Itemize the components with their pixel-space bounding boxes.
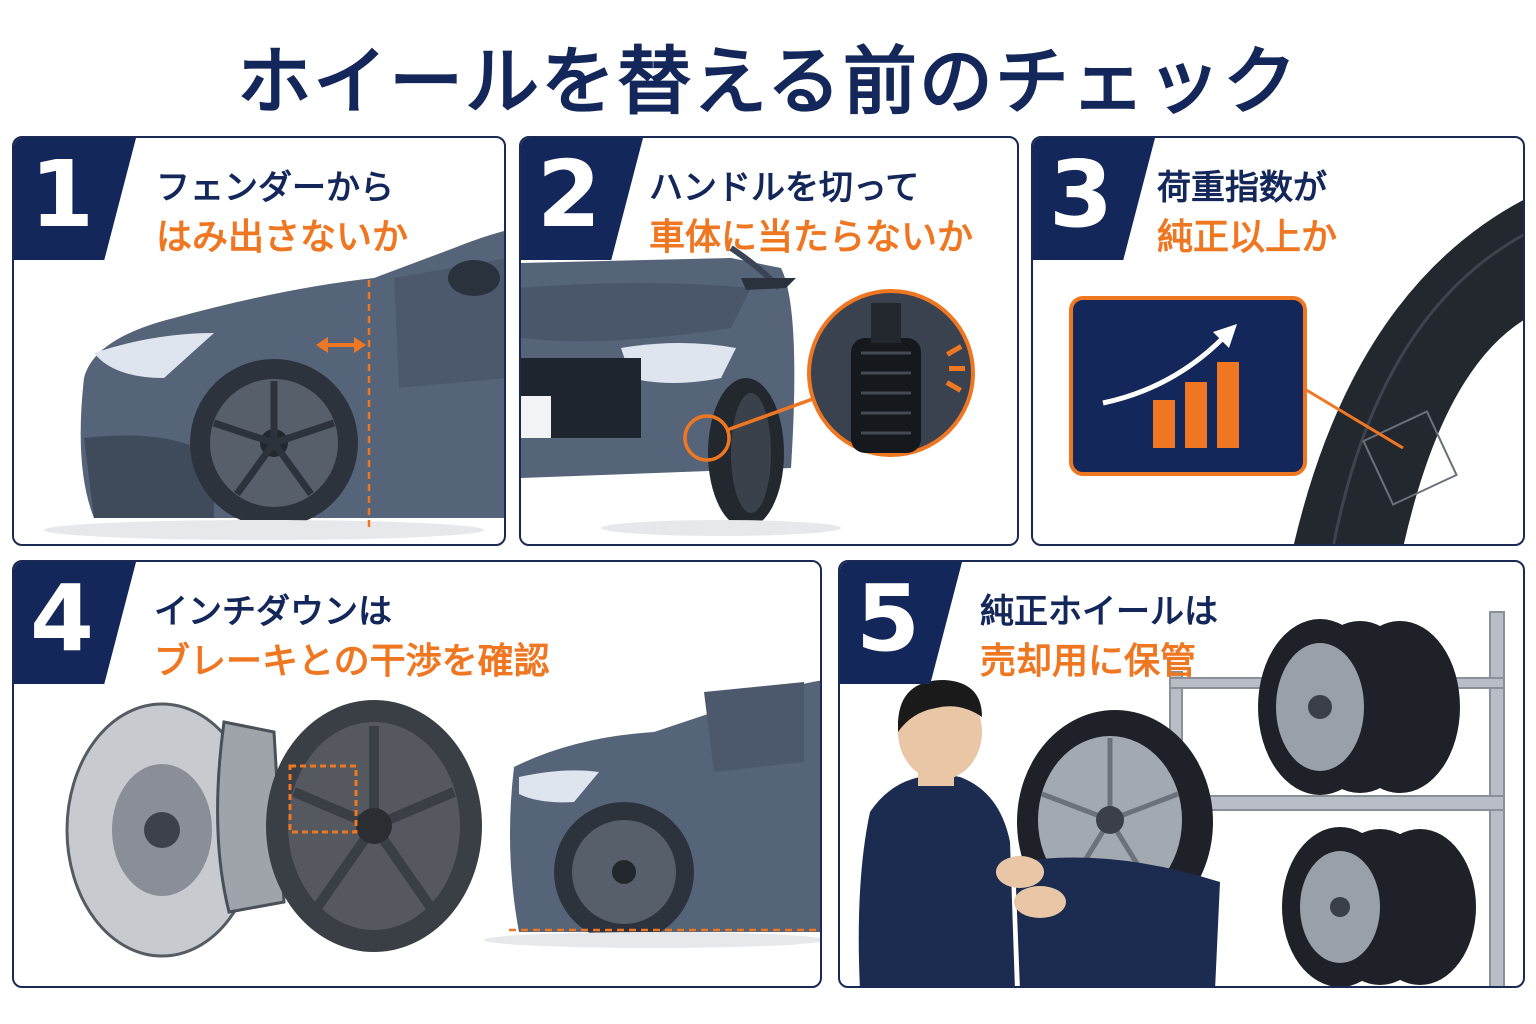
check-card-3: 3 荷重指数が 純正以上か xyxy=(1031,136,1525,546)
check-card-4: 4 インチダウンは ブレーキとの干渉を確認 xyxy=(12,560,822,988)
person-storing-wheels-rack-icon xyxy=(858,611,1505,986)
page-title: ホイールを替える前のチェック xyxy=(237,39,1299,125)
card-subheading: 車体に当たらないか xyxy=(649,217,974,258)
check-card-1: 1 フェンダーから はみ出さないか xyxy=(12,136,506,546)
card-subheading: 売却用に保管 xyxy=(980,641,1197,682)
load-index-bar-chart-icon xyxy=(1069,200,1523,544)
card-subheading: ブレーキとの干渉を確認 xyxy=(154,641,550,682)
car-fender-width-arrow-icon xyxy=(44,231,504,540)
brake-disc-caliper-wheel-icon xyxy=(65,680,820,958)
card-heading: ハンドルを切って xyxy=(649,168,920,208)
card-heading: インチダウンは xyxy=(154,592,392,632)
card-heading: 荷重指数が xyxy=(1157,168,1327,208)
tire-fender-contact-zoom-icon xyxy=(521,245,975,536)
card-subheading: 純正以上か xyxy=(1157,217,1338,258)
card-subheading: はみ出さないか xyxy=(156,217,409,258)
card-heading: フェンダーから xyxy=(156,168,394,208)
check-card-5: 5 純正ホイールは 売却用に保管 xyxy=(838,560,1525,988)
check-card-2: 2 ハンドルを切って 車体に当たらないか xyxy=(519,136,1019,546)
card-heading: 純正ホイールは xyxy=(980,592,1218,632)
